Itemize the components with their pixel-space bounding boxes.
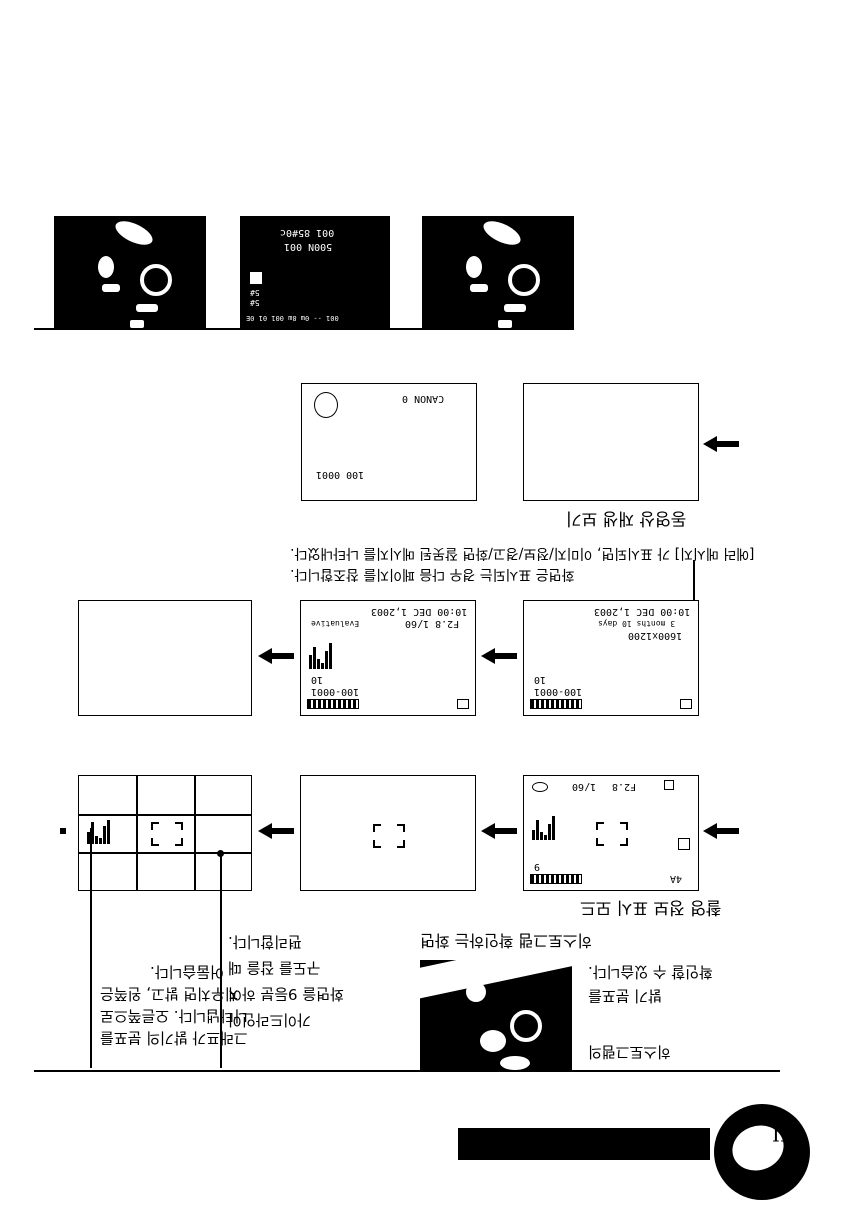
- histogram: [87, 820, 110, 844]
- thumb-info-line1: 001 85#0c: [280, 227, 335, 238]
- arrow-left-icon: [481, 823, 517, 839]
- thumbnail-info-screen: 001 85#0c 500N 001 5# 5# 001 -- 0ɯ 8ɯ 00…: [240, 216, 390, 330]
- blank-playback-screen: [523, 383, 699, 501]
- histogram-leader-line: [90, 828, 92, 1068]
- badge-symbol: II: [772, 1122, 788, 1146]
- thumb-info-bottom-bar: 001 -- 0ɯ 8ɯ 001 01 0E: [246, 314, 339, 322]
- notes-right-3: 히스토그램의: [588, 1043, 671, 1061]
- section1-caption: 동영상 재생 보기: [566, 508, 687, 528]
- section3-caption: 촬영 정보 표시 모드: [580, 897, 722, 917]
- screen-c-count: 10: [534, 674, 547, 685]
- thumb-info-line2: 500N 001: [284, 241, 333, 252]
- card-icon: [680, 699, 692, 709]
- histogram: [309, 643, 332, 669]
- notes-middle-4: 가이드라인이: [228, 1011, 311, 1029]
- screen-b-date: 10:00 DEC 1,2003: [371, 606, 468, 617]
- blank-info-screen: [78, 600, 252, 716]
- screen-c-stamp: 3 months 10 days: [598, 619, 676, 628]
- battery-icon: [307, 699, 359, 709]
- histogram-photo: [420, 960, 572, 1072]
- shooting-info-screen: 1/60 F2.8 9 4A: [523, 775, 699, 891]
- screen-d-count: 9: [534, 861, 541, 872]
- thumb-info-side2: 5#: [250, 298, 260, 307]
- battery-icon: [530, 699, 582, 709]
- screen-a-folder-number: 100 0001: [316, 469, 365, 480]
- section2-annotation-line1: [에러 메시지] 가 표시되면, 이미지/정보/경고/화면 잘못된 메시지를 나…: [290, 545, 755, 561]
- grid-leader-line: [220, 854, 222, 1068]
- grid-leader-dot: [217, 850, 224, 857]
- arrow-left-icon: [258, 648, 294, 664]
- thumbnail-photo-right: [422, 216, 574, 330]
- screen-b-shutter: F2.8 1/60: [405, 618, 460, 629]
- screen-b-mode: Evaluative: [311, 619, 360, 628]
- chapter-badge: II: [714, 1104, 810, 1200]
- footer-bar: [458, 1128, 710, 1160]
- arrow-left-icon: [481, 648, 517, 664]
- notes-middle-1: 편리합니다.: [228, 933, 302, 951]
- annotation-leader-line: [693, 560, 695, 628]
- flag-icon: [664, 780, 674, 790]
- notes-left-3: 나타냅니다. 오른쪽으로: [100, 1007, 248, 1025]
- movie-icon: [314, 392, 338, 418]
- grid-screen-marker: [60, 828, 66, 834]
- photo-caption: 히스토그램 확인하는 화면: [420, 931, 593, 950]
- screen-c-folder: 100-0001: [534, 686, 583, 697]
- notes-right-1: 확인할 수 있습니다.: [588, 963, 713, 981]
- detailed-info-screen: 10:00 DEC 1,2003 F2.8 1/60 Evaluative 10…: [300, 600, 476, 716]
- screen-d-shutter: 1/60: [572, 781, 597, 792]
- screen-d-flash: 4A: [670, 873, 683, 884]
- frame-only-screen: [300, 775, 476, 891]
- screen-b-count: 10: [311, 674, 324, 685]
- top-strip-rule: [34, 328, 574, 330]
- eye-icon: [532, 782, 548, 792]
- grid-histogram-screen: [78, 775, 252, 891]
- notes-left-2: 치우치면 밝고, 왼쪽은: [100, 985, 239, 1003]
- screen-c-date: 10:00 DEC 1,2003: [594, 606, 691, 617]
- screen-b-folder: 100-0001: [311, 686, 360, 697]
- section2-annotation-line2: 화면은 표시되는 경우 다음 페이지를 참조합니다.: [290, 566, 575, 582]
- metering-icon: [678, 838, 690, 850]
- thumbnail-photo-left: [54, 216, 206, 330]
- screen-a-top-label: CANON 0: [402, 393, 445, 404]
- standard-info-screen: 10:00 DEC 1,2003 3 months 10 days 1600x1…: [523, 600, 699, 716]
- battery-icon: [530, 874, 582, 884]
- screen-d-aperture: F2.8: [612, 781, 637, 792]
- bottom-rule: [34, 1070, 780, 1072]
- notes-right-2: 밝기 분포를: [588, 987, 662, 1005]
- arrow-left-icon: [703, 436, 739, 452]
- notes-left-4: 그래프가 밝기의 분포를: [100, 1029, 248, 1047]
- thumb-info-square: [250, 272, 262, 284]
- histogram: [532, 816, 555, 840]
- screen-c-size: 1600x1200: [628, 630, 683, 641]
- movie-playback-screen: CANON 0 100 0001: [301, 383, 477, 501]
- card-icon: [457, 699, 469, 709]
- notes-middle-2: 구도를 잡을 때: [228, 959, 321, 977]
- arrow-left-icon: [703, 823, 739, 839]
- notes-left-1: 어둡습니다.: [150, 963, 224, 981]
- arrow-left-icon: [258, 823, 294, 839]
- notes-middle-3: 화면을 9등분 하여: [228, 985, 344, 1003]
